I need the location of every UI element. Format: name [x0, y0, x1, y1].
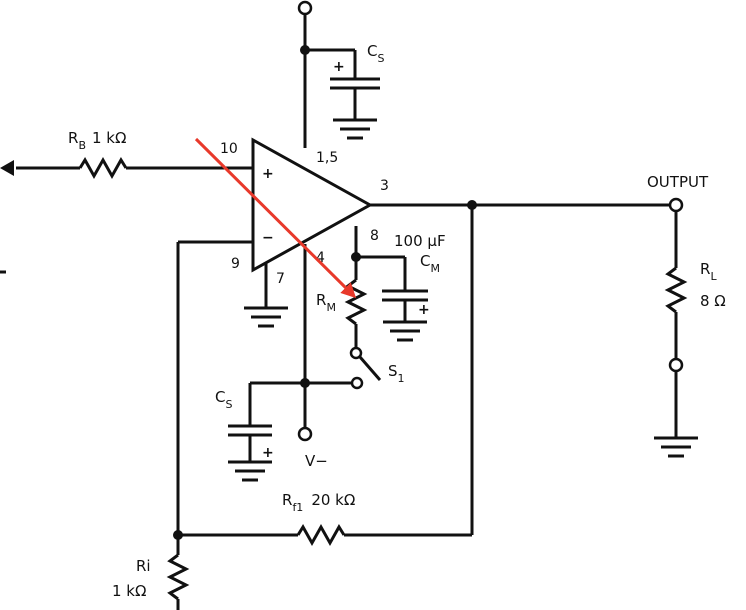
op-amp-plus-sign: + — [262, 166, 274, 182]
ri-value: 1 kΩ — [112, 582, 146, 600]
vminus-label: V− — [305, 452, 328, 470]
vminus-rail: V− — [248, 244, 352, 470]
s1-label: S1 — [388, 362, 405, 385]
input-arrow-icon — [0, 160, 14, 176]
vminus-terminal[interactable] — [297, 426, 313, 442]
pin8-network: 100 μF CM RM — [316, 226, 446, 360]
cm-value-label: 100 μF — [394, 232, 446, 250]
pin-7-label: 7 — [276, 271, 285, 287]
op-amp: + − 10 1,5 3 8 9 7 4 — [220, 137, 389, 287]
op-amp-minus-sign: − — [262, 230, 274, 246]
cs-bottom-plus: + — [262, 445, 274, 461]
rm-label: RM — [316, 291, 336, 314]
cm-label: CM — [420, 252, 440, 275]
output-label: OUTPUT — [647, 173, 709, 191]
cs-bottom-label: CS — [215, 388, 232, 411]
cm-plus: + — [418, 302, 430, 318]
s1-bottom-contact — [350, 376, 364, 390]
rl-value: 8 Ω — [700, 292, 726, 310]
pin-10-label: 10 — [220, 141, 238, 157]
cs-top-plus: + — [333, 59, 345, 75]
pin-8-label: 8 — [370, 228, 379, 244]
ri-label: Ri — [136, 557, 151, 575]
output-terminal[interactable] — [668, 197, 684, 213]
pin7-ground — [244, 263, 288, 328]
capacitor-cs-bottom: + CS — [215, 388, 274, 482]
pin-4-label: 4 — [316, 250, 325, 266]
s1-top-contact — [349, 346, 363, 360]
cs-top-label: CS — [367, 42, 384, 65]
switch-s1[interactable]: S1 — [350, 356, 405, 390]
rl-bottom-terminal[interactable] — [668, 357, 684, 373]
pin-15-label: 1,5 — [316, 150, 338, 166]
annotation-arrow — [194, 137, 357, 299]
rl-label: RL — [700, 260, 717, 283]
pin-9-label: 9 — [231, 256, 240, 272]
capacitor-cs-top: + CS — [330, 42, 384, 140]
pin-3-label: 3 — [380, 178, 389, 194]
resistor-rl: RL 8 Ω — [654, 211, 726, 458]
output-line: OUTPUT — [370, 173, 709, 213]
capacitor-cm: + — [382, 289, 430, 342]
resistor-ri: Ri 1 kΩ — [112, 553, 190, 610]
top-supply-terminal[interactable] — [297, 0, 313, 16]
supply-top — [297, 0, 357, 148]
